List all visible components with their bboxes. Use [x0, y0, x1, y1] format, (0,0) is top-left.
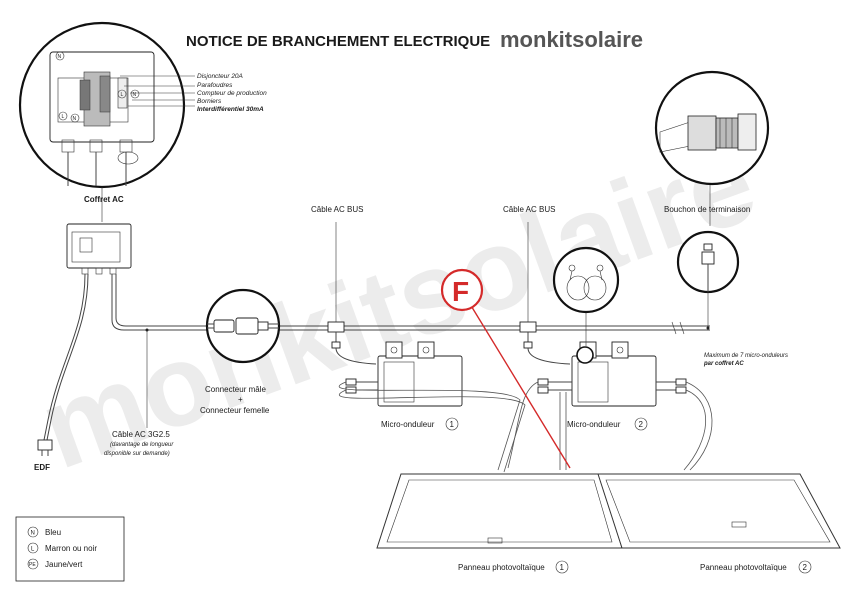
panneau-2-label: Panneau photovoltaïque	[700, 563, 787, 572]
grounding-point-marker	[576, 346, 594, 364]
coffret-zoom-circle: N L N L N	[18, 21, 195, 189]
svg-text:monkitsolaire: monkitsolaire	[500, 27, 643, 52]
connecteur-femelle-label: Connecteur femelle	[200, 406, 270, 415]
coffret-terminals: N L N L N	[55, 51, 140, 123]
page-title: NOTICE DE BRANCHEMENT ELECTRIQUE	[186, 33, 490, 50]
micro-inverter-1	[345, 341, 463, 407]
svg-text:Marron ou noir: Marron ou noir	[45, 544, 97, 553]
panneau-2-number: 2	[803, 563, 808, 572]
t-connector-2	[519, 222, 537, 349]
coffret-ac-label: Coffret AC	[84, 195, 124, 204]
svg-text:PE: PE	[29, 562, 36, 568]
legend-item-l: L Marron ou noir	[27, 542, 97, 554]
connector-zoom-circle	[205, 288, 281, 364]
svg-text:L: L	[31, 547, 35, 553]
svg-text:Jaune/vert: Jaune/vert	[45, 560, 83, 569]
legend-item-n: N Bleu	[27, 526, 61, 538]
cable-ac-bus-label-1: Câble AC BUS	[311, 205, 363, 214]
cable-3g-note-1: (davantage de longueur	[110, 442, 174, 448]
max-note-1: Maximum de 7 micro-onduleurs	[704, 353, 788, 359]
svg-text:N: N	[31, 531, 35, 537]
terminator-zoom-circle	[654, 70, 770, 186]
ac-bus-cable	[111, 274, 710, 335]
callout-disjoncteur: Disjoncteur 20A	[197, 73, 243, 80]
cable-3g-note-2: disponible sur demande)	[104, 451, 170, 457]
svg-text:N: N	[58, 54, 62, 60]
micro-2-label: Micro-onduleur	[567, 420, 621, 429]
brand-logo: monkitsolaire	[500, 27, 643, 52]
bouchon-label: Bouchon de terminaison	[664, 205, 750, 214]
dc-cables	[338, 381, 713, 473]
edf-cable	[37, 273, 89, 456]
micro-1-number: 1	[450, 420, 455, 429]
solar-panel-1	[376, 473, 623, 549]
solar-panel-2	[597, 473, 841, 549]
cable-3g-label: Câble AC 3G2.5	[112, 430, 170, 439]
svg-text:N: N	[133, 92, 137, 98]
terminator-small-circle	[676, 230, 740, 294]
svg-text:L: L	[62, 114, 65, 120]
t-connector-1	[327, 222, 345, 349]
legend: N Bleu L Marron ou noir PE Jaune/vert	[15, 516, 125, 582]
connecteur-male-label: Connecteur mâle	[205, 385, 266, 394]
ground-wire-zoom-circle	[552, 246, 620, 314]
svg-text:F: F	[452, 276, 469, 307]
connector-pair-icon	[207, 317, 279, 335]
svg-text:N: N	[73, 116, 77, 122]
callout-compteur: Compteur de production	[197, 90, 267, 97]
svg-text:L: L	[121, 92, 124, 98]
terminator-cap-icon	[659, 113, 757, 153]
panneau-1-label: Panneau photovoltaïque	[458, 563, 545, 572]
coffret-callouts: Disjoncteur 20A Parafoudres Compteur de …	[197, 73, 267, 113]
cable-ac-bus-label-2: Câble AC BUS	[503, 205, 555, 214]
panneau-1-number: 1	[560, 563, 565, 572]
callout-borniers: Borniers	[197, 98, 222, 105]
svg-text:Bleu: Bleu	[45, 528, 61, 537]
micro-2-number: 2	[639, 420, 644, 429]
max-note-2: par coffret AC	[703, 361, 744, 367]
callout-interdifferentiel: Interdifférentiel 30mA	[197, 106, 264, 113]
callout-parafoudres: Parafoudres	[197, 82, 233, 89]
legend-item-pe: PE Jaune/vert	[27, 558, 83, 570]
micro-1-label: Micro-onduleur	[381, 420, 435, 429]
f-marker: F	[440, 268, 571, 469]
plus-label: +	[238, 395, 243, 404]
edf-label: EDF	[34, 463, 50, 472]
